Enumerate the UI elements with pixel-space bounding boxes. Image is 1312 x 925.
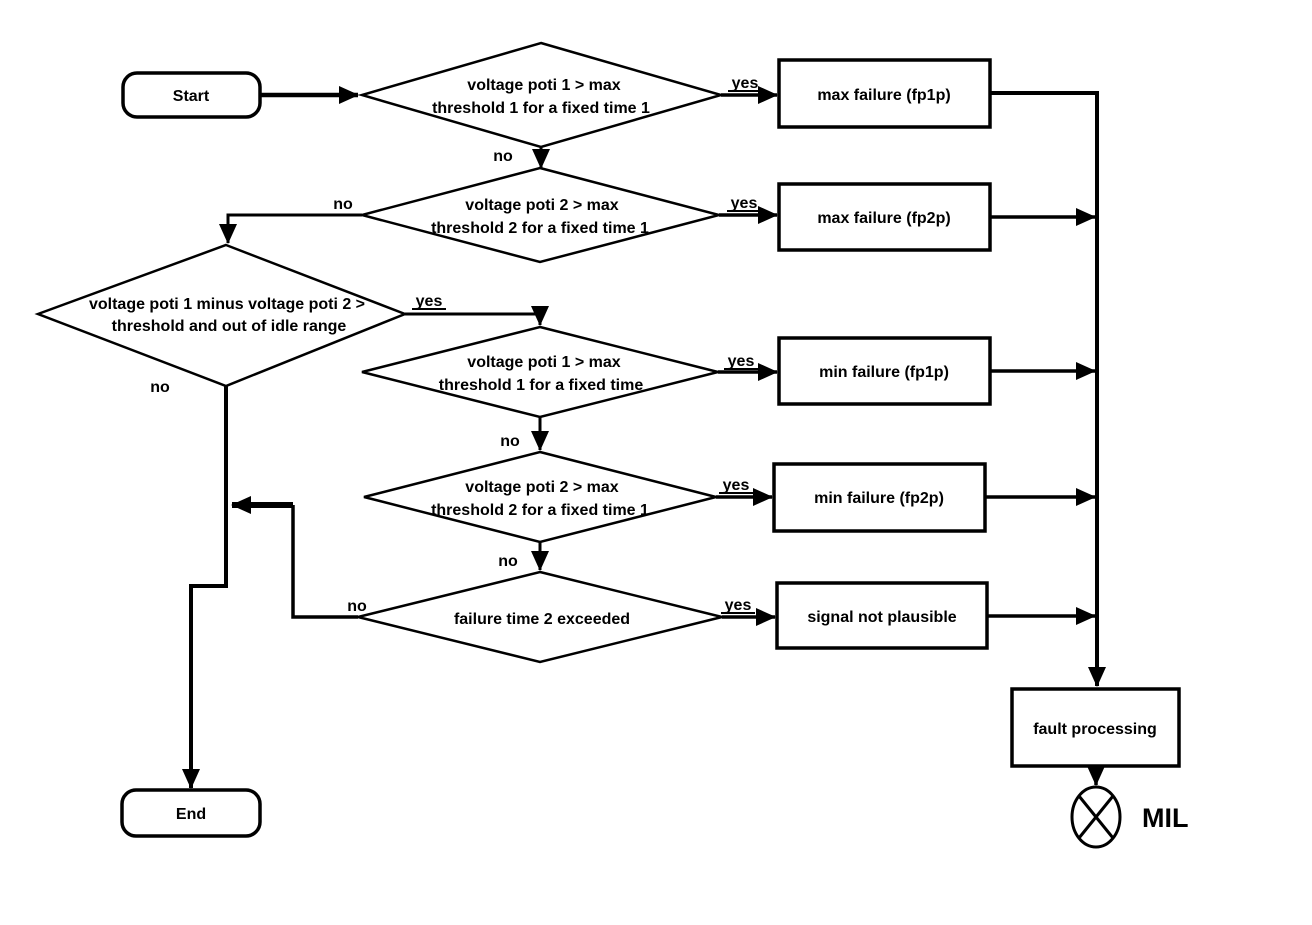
- process-fault-processing: [1010, 687, 1181, 768]
- edge-label-yes-1: yes: [732, 75, 759, 92]
- mil-label: MIL: [1142, 803, 1189, 833]
- edge-label-no-1: no: [493, 148, 513, 165]
- process-max-failure-fp1p: [777, 58, 992, 129]
- process-max-failure-fp1p-label: max failure (fp1p): [817, 87, 950, 104]
- edge-label-yes-4: yes: [728, 353, 755, 370]
- edge-trunk-to-fault-processing: [990, 91, 1106, 687]
- process-max-failure-fp2p-label: max failure (fp2p): [817, 210, 950, 227]
- process-fault-processing-label: fault processing: [1033, 721, 1157, 738]
- mil-lamp-icon: [1070, 785, 1122, 849]
- decision-voltage-poti2-max-line2: threshold 2 for a fixed time 1: [431, 220, 649, 237]
- decision-voltage-poti2-max: [357, 166, 724, 264]
- decision-voltage-poti1-min-line1: voltage poti 1 > max: [467, 354, 620, 371]
- edge-decision3-no-to-end: [182, 386, 228, 789]
- edge-label-no-6: no: [347, 598, 367, 615]
- decision-voltage-poti2-min-line1: voltage poti 2 > max: [465, 479, 618, 496]
- decision-voltage-poti1-max-line2: threshold 1 for a fixed time 1: [432, 100, 650, 117]
- start-node-label: Start: [173, 88, 210, 105]
- edge-decision6-no-loop: [291, 505, 358, 619]
- process-signal-not-plausible-label: signal not plausible: [807, 609, 956, 626]
- decision-voltage-poti1-max: [357, 41, 726, 149]
- start-node: [121, 71, 262, 119]
- decision-voltage-poti1-max-line1: voltage poti 1 > max: [467, 77, 620, 94]
- edge-label-yes-2: yes: [731, 195, 758, 212]
- edge-label-no-4: no: [500, 433, 520, 450]
- edge-label-no-3: no: [150, 379, 170, 396]
- decision-failure-time2: [357, 570, 723, 664]
- decision-failure-time2-label: failure time 2 exceeded: [454, 611, 630, 628]
- edge-label-no-5: no: [498, 553, 518, 570]
- edge-decision3-yes-to-decision4: [405, 306, 549, 326]
- decision-voltage-poti2-max-line1: voltage poti 2 > max: [465, 197, 618, 214]
- process-min-failure-fp2p: [772, 462, 987, 533]
- process-min-failure-fp2p-label: min failure (fp2p): [814, 490, 944, 507]
- decision-poti-difference-line2: threshold and out of idle range: [112, 318, 347, 335]
- decision-poti-difference-line1: voltage poti 1 minus voltage poti 2 >: [89, 296, 365, 313]
- process-min-failure-fp1p-label: min failure (fp1p): [819, 364, 949, 381]
- decision-voltage-poti1-min: [361, 325, 719, 419]
- process-signal-not-plausible: [775, 581, 989, 650]
- decision-voltage-poti1-min-line2: threshold 1 for a fixed time: [439, 377, 644, 394]
- edge-label-yes-3: yes: [416, 293, 443, 310]
- decision-voltage-poti2-min: [363, 450, 717, 544]
- end-node: [120, 788, 262, 838]
- edge-label-yes-6: yes: [725, 597, 752, 614]
- process-min-failure-fp1p: [777, 336, 992, 406]
- process-max-failure-fp2p: [777, 182, 992, 252]
- edge-label-no-2: no: [333, 196, 353, 213]
- end-node-label: End: [176, 806, 206, 823]
- edge-label-yes-5: yes: [723, 477, 750, 494]
- decision-voltage-poti2-min-line2: threshold 2 for a fixed time 1: [431, 502, 649, 519]
- edge-decision2-no-to-decision3: [219, 213, 362, 244]
- decision-poti-difference: [34, 243, 409, 388]
